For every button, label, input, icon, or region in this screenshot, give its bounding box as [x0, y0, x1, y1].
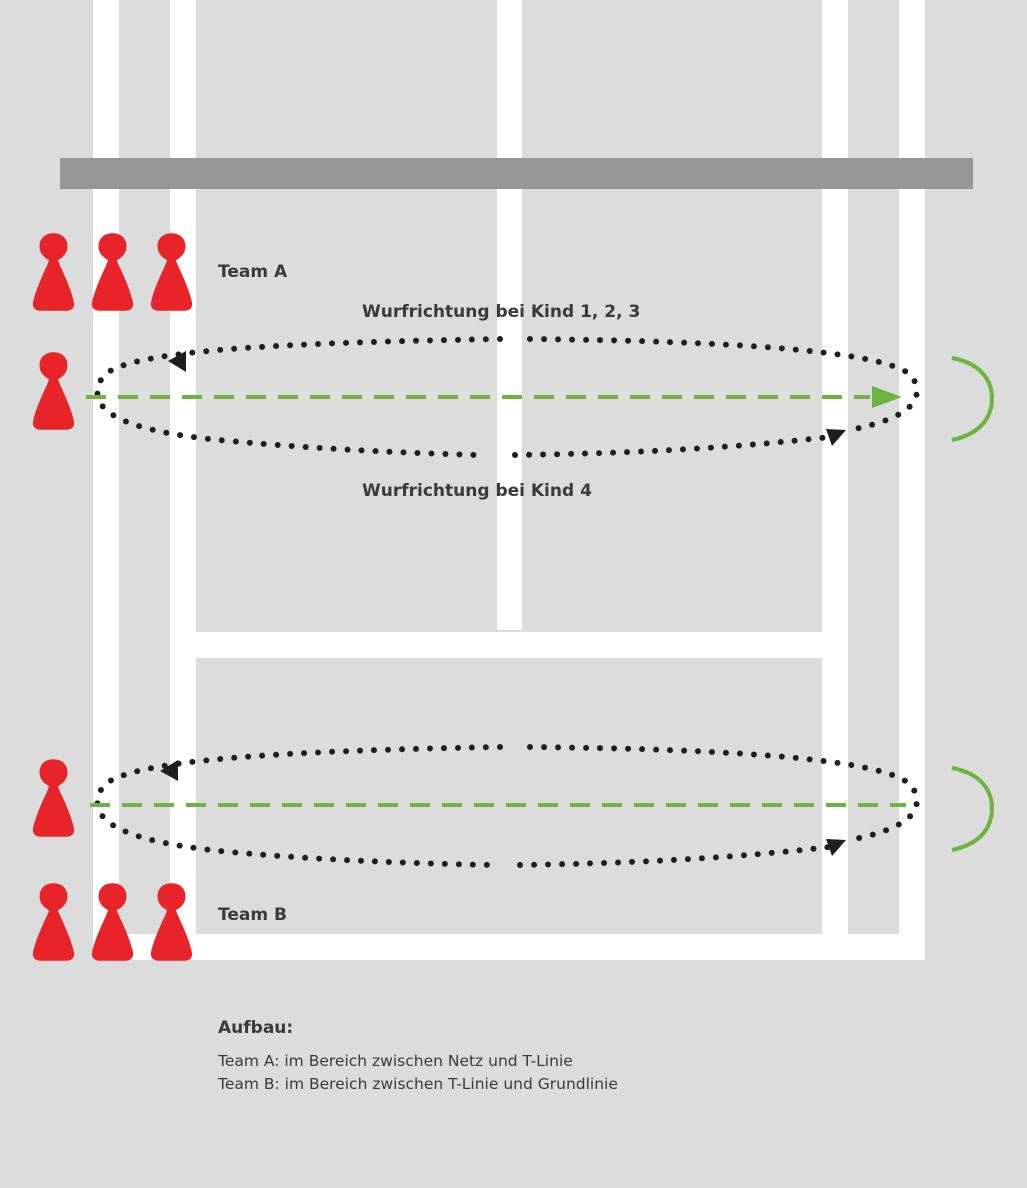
arrowhead-left-top-icon [168, 351, 186, 372]
left-doubles-sideline [93, 0, 119, 958]
player-b4-game-pawn-icon [32, 759, 75, 837]
court-lines [93, 0, 925, 960]
legend-line-team-b: Team B: im Bereich zwischen T-Linie und … [218, 1075, 618, 1093]
setup-legend: Aufbau: Team A: im Bereich zwischen Netz… [218, 1018, 618, 1096]
dotted-path-bottom-bottom [517, 844, 833, 868]
team-a-label: Team A [218, 262, 288, 282]
player-b1-game-pawn-icon [32, 883, 75, 961]
net [60, 158, 973, 189]
baseline [93, 934, 925, 960]
target-arc-bottom-icon [951, 766, 995, 852]
arrowhead-left-bottom-icon [160, 760, 178, 781]
dotted-path-bottom-left [94, 744, 503, 868]
ball-arrow-top-icon [872, 386, 902, 408]
center-service-line [497, 0, 522, 630]
direction-top-label: Wurfrichtung bei Kind 1, 2, 3 [362, 302, 640, 322]
team-b-label: Team B [218, 905, 287, 925]
arrowhead-right-top-icon [826, 429, 846, 446]
player-a1-game-pawn-icon [32, 233, 75, 311]
left-singles-sideline [170, 0, 196, 958]
legend-title: Aufbau: [218, 1018, 294, 1038]
target-arc-top-icon [951, 356, 995, 442]
dotted-path-top-bottom [512, 434, 833, 458]
service-t-line [170, 632, 848, 658]
throw-circuit-bottom [90, 744, 995, 868]
dotted-path-top-right [527, 336, 920, 433]
legend-line-team-a: Team A: im Bereich zwischen Netz und T-L… [218, 1052, 573, 1070]
throw-circuit-top [86, 336, 995, 458]
dotted-path-bottom-right [527, 744, 920, 843]
arrowhead-right-bottom-icon [826, 839, 846, 856]
right-singles-sideline [822, 0, 848, 934]
player-a4-game-pawn-icon [32, 352, 75, 430]
direction-bottom-label: Wurfrichtung bei Kind 4 [362, 481, 592, 501]
